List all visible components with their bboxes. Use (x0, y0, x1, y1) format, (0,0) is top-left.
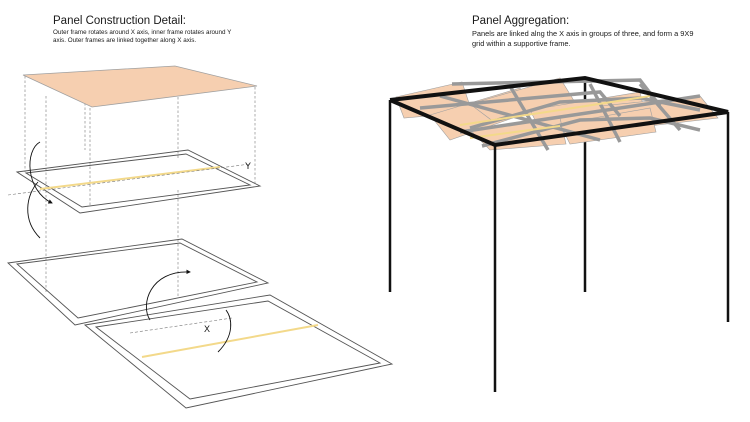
y-axis-line (7, 163, 251, 196)
y-axis-label: Y (245, 161, 251, 171)
top-skin-panel (22, 65, 258, 108)
y-axis-highlight (39, 166, 221, 190)
panel-aggregation-line-1: Panels are linked alng the X axis in gro… (472, 29, 694, 38)
panel-construction-text: Outer frame rotates around X axis, inner… (53, 29, 253, 45)
support-frame-top (389, 75, 729, 148)
panel-aggregation-text: Panels are linked alng the X axis in gro… (472, 29, 742, 48)
panel-construction-title: Panel Construction Detail: (53, 15, 186, 27)
rotation-arrow-x (146, 272, 232, 353)
outer-frame-2 (83, 294, 394, 409)
panel-aggregation-title: Panel Aggregation: (472, 15, 570, 27)
panel-aggregation-caption: Panel Aggregation: Panels are linked aln… (472, 15, 742, 48)
construction-detail: Y X (6, 65, 394, 409)
x-axis-label: X (204, 324, 210, 334)
aggregation-view (388, 75, 730, 392)
projection-lines (24, 70, 256, 296)
tilted-panels (395, 77, 719, 151)
rotation-arrow-y (27, 141, 52, 239)
panel-construction-line-2: axis. Outer frames are linked together a… (53, 37, 197, 44)
steel-frames (419, 78, 701, 151)
outer-frame-1 (6, 238, 270, 326)
panel-construction-line-1: Outer frame rotates around X axis, inner… (53, 29, 232, 36)
panel-construction-caption: Panel Construction Detail: Outer frame r… (53, 15, 253, 45)
x-axis-highlight (141, 324, 319, 358)
panel-aggregation-line-2: grid within a supportive frame. (472, 38, 571, 48)
axis-links (459, 95, 651, 139)
x-axis-line (129, 317, 233, 334)
inner-frame (15, 149, 262, 214)
